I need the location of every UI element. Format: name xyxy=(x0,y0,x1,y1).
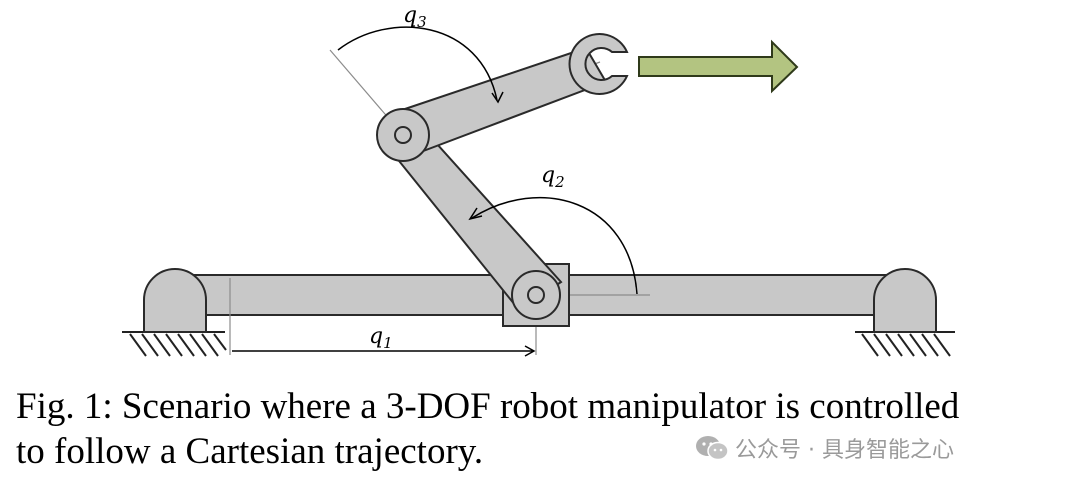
support-post-right xyxy=(873,268,937,333)
caption-line-2: to follow a Cartesian trajectory. xyxy=(16,431,484,472)
joint-base-pin xyxy=(527,286,545,304)
watermark-text: 公众号 · 具身智能之心 xyxy=(735,438,954,463)
q2-label: q2 xyxy=(541,163,565,191)
q3-label: q3 xyxy=(403,3,427,31)
q2-angle-arc xyxy=(468,196,638,295)
figure-caption: Fig. 1: Scenario where a 3-DOF robot man… xyxy=(16,384,1076,474)
wechat-icon xyxy=(696,436,729,461)
direction-arrow-icon xyxy=(638,39,799,94)
caption-line-1: Fig. 1: Scenario where a 3-DOF robot man… xyxy=(16,386,960,427)
q1-label: q1 xyxy=(369,324,393,352)
ground-hatch-right xyxy=(855,331,955,357)
watermark: 公众号 · 具身智能之心 xyxy=(695,433,954,463)
support-post-left xyxy=(143,268,207,333)
joint-elbow-pin xyxy=(394,126,412,144)
q3-angle-arc xyxy=(337,26,504,104)
q1-dimension-arrow xyxy=(232,345,536,357)
ground-hatch-left xyxy=(122,331,227,357)
robot-manipulator-diagram: q1 q2 q3 xyxy=(122,3,955,357)
gripper-icon xyxy=(568,33,629,95)
